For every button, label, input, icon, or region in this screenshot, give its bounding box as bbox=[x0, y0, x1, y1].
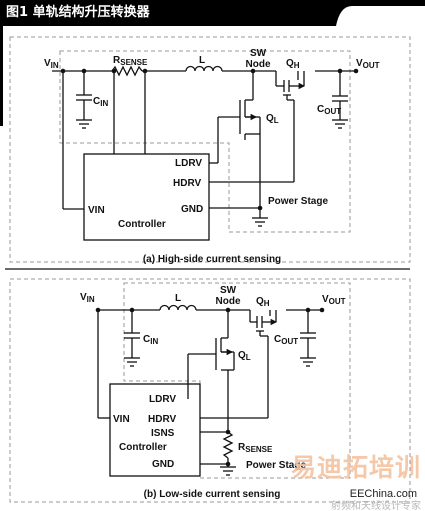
diagram-b-frame bbox=[9, 278, 411, 503]
hdrv-a-pin: HDRV bbox=[173, 178, 201, 189]
controller-a-box bbox=[83, 153, 210, 241]
sw-node-b-label-1: SW bbox=[220, 285, 237, 296]
cin-a-label: CIN bbox=[93, 96, 108, 108]
power-stage-b-label: Power Stage bbox=[246, 460, 306, 471]
figure-title: 图1 单轨结构升压转换器 bbox=[6, 5, 150, 20]
power-stage-a-box bbox=[59, 50, 351, 233]
diagram-a-labels: VIN RSENSE L SW Node QH VOUT CIN COUT QL… bbox=[44, 48, 380, 265]
vin-a-pin: VIN bbox=[88, 205, 105, 216]
watermark-tagline: 射频和天线设计专家 bbox=[331, 501, 421, 511]
sw-node-a-label-1: SW bbox=[250, 48, 267, 59]
controller-a-label: Controller bbox=[118, 219, 166, 230]
sw-node-b-label-2: Node bbox=[216, 296, 241, 307]
caption-b: (b) Low-side current sensing bbox=[144, 489, 281, 500]
inductor-a-label: L bbox=[199, 55, 205, 66]
rsense-b-label: RSENSE bbox=[238, 442, 273, 454]
figure-title-bar: 图1 单轨结构升压转换器 bbox=[0, 0, 425, 26]
watermark-brand: 易迪拓培训 bbox=[290, 453, 421, 482]
diagram-b-labels: VIN L SW Node QH VOUT CIN COUT QL LDRV V… bbox=[80, 285, 346, 500]
caption-a: (a) High-side current sensing bbox=[143, 254, 281, 265]
cin-b-label: CIN bbox=[143, 334, 158, 346]
qh-a-label: QH bbox=[286, 58, 300, 70]
gnd-a-pin: GND bbox=[181, 204, 203, 215]
rsense-a-label: RSENSE bbox=[113, 55, 148, 67]
watermark: 易迪拓培训 EEChina.com 射频和天线设计专家 bbox=[291, 452, 425, 511]
vin-a-label: VIN bbox=[44, 58, 59, 70]
rsense-a-resistor bbox=[111, 65, 143, 77]
diagram-a bbox=[9, 36, 411, 263]
diagram-b bbox=[9, 278, 411, 503]
vin-b-pin: VIN bbox=[113, 414, 130, 425]
ql-b-label: QL bbox=[238, 350, 251, 362]
controller-b-label: Controller bbox=[119, 442, 167, 453]
cout-b-label: COUT bbox=[274, 334, 298, 346]
inductor-b-label: L bbox=[175, 293, 181, 304]
qh-b-label: QH bbox=[256, 296, 270, 308]
power-stage-a-label: Power Stage bbox=[268, 196, 328, 207]
isns-b-pin: ISNS bbox=[151, 428, 175, 439]
rsense-b-resistor bbox=[222, 431, 234, 459]
controller-b-box bbox=[109, 383, 201, 477]
inductor-b-coil bbox=[159, 304, 197, 311]
vout-b-label: VOUT bbox=[322, 294, 346, 306]
inductor-a-coil bbox=[185, 65, 223, 72]
hdrv-b-pin: HDRV bbox=[148, 414, 176, 425]
left-rule bbox=[0, 26, 3, 126]
vout-a-label: VOUT bbox=[356, 58, 380, 70]
cout-a-label: COUT bbox=[317, 104, 341, 116]
title-bar-shape bbox=[0, 0, 425, 26]
ldrv-a-pin: LDRV bbox=[175, 158, 202, 169]
vin-b-label: VIN bbox=[80, 292, 95, 304]
ldrv-b-pin: LDRV bbox=[149, 394, 176, 405]
power-stage-b-box bbox=[123, 282, 351, 479]
ql-a-label: QL bbox=[266, 113, 279, 125]
diagram-a-frame bbox=[9, 36, 411, 263]
sw-node-a-label-2: Node bbox=[246, 59, 271, 70]
gnd-b-pin: GND bbox=[152, 459, 174, 470]
watermark-site: EEChina.com bbox=[349, 488, 417, 500]
